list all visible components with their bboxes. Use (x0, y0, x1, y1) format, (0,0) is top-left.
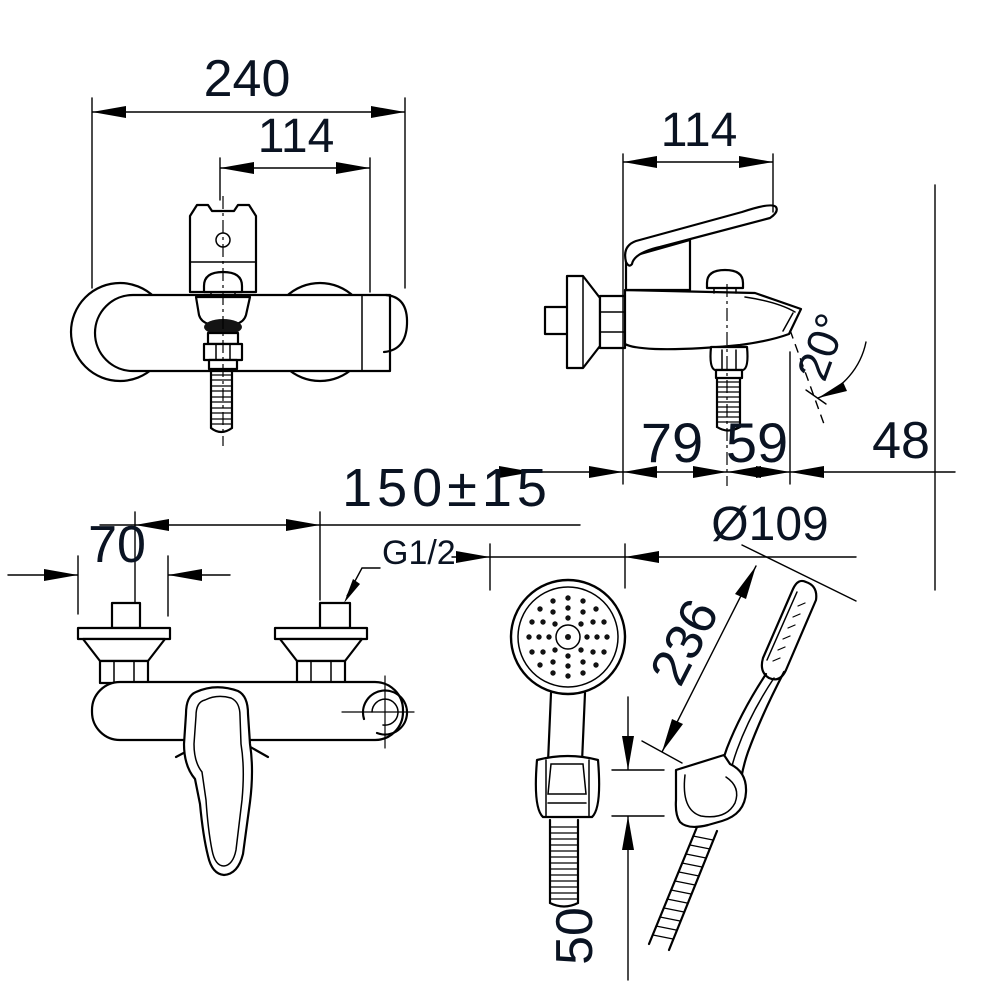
spray-nozzles (526, 595, 610, 679)
dim-label-escutcheon-width: 70 (88, 516, 146, 574)
dim-shower-length: 236 (639, 544, 857, 764)
dim-thread-callout: G1/2 (344, 534, 456, 603)
lever-handle-front (182, 686, 254, 877)
shower-hose-side (647, 825, 719, 952)
dim-label-outlet-to-spout: 59 (726, 411, 788, 474)
wall-pipe-stub (543, 305, 569, 336)
shower-holder-side (674, 753, 748, 829)
dim-label-head-diameter: Ø109 (711, 498, 828, 551)
dim-label-shower-length: 236 (639, 590, 730, 694)
view-mixer-front-top (69, 196, 409, 446)
dim-label-thread: G1/2 (382, 534, 456, 572)
dim-label-overall-width: 240 (204, 50, 291, 108)
view-mixer-side-top (543, 204, 803, 486)
dim-depth-chain: 79 59 48 (499, 184, 956, 591)
inlet-union-right (318, 601, 352, 630)
dim-head-diameter: Ø109 (451, 498, 857, 591)
dim-side-depth: 114 (622, 104, 774, 485)
dim-label-bracket-width: 114 (258, 110, 335, 163)
dim-label-side-depth: 114 (661, 104, 738, 157)
lever-handle-side (624, 204, 778, 267)
outlet-thread-front (209, 367, 234, 434)
dim-label-inlet-spacing: 150±15 (342, 458, 552, 518)
view-hand-shower-front (509, 578, 627, 908)
dimension-layer: 240 114 114 20° (7, 50, 956, 981)
dim-spout-angle: 20° (788, 307, 867, 485)
dim-inlet-spacing: 150±15 (99, 458, 581, 603)
dim-label-spout-to-end: 48 (872, 412, 930, 470)
dim-label-spout-angle: 20° (788, 307, 857, 386)
dim-holder-height: 50 (546, 696, 665, 981)
mixer-body-side (623, 288, 803, 351)
diverter-knob-side (705, 268, 745, 290)
view-hand-shower-side (647, 579, 818, 952)
dim-overall-width: 240 (91, 50, 406, 289)
spray-hub (555, 624, 581, 650)
dim-escutcheon-width: 70 (7, 516, 231, 617)
diverter-knob-front (202, 270, 244, 294)
dim-label-holder-height: 50 (546, 907, 604, 965)
dim-label-wall-to-outlet: 79 (641, 411, 703, 474)
shower-head-side (760, 579, 818, 681)
shower-hose-front (548, 818, 580, 908)
view-mixer-front-bottom (76, 601, 415, 877)
dim-bracket-width: 114 (219, 110, 371, 293)
shower-hook (361, 689, 409, 736)
